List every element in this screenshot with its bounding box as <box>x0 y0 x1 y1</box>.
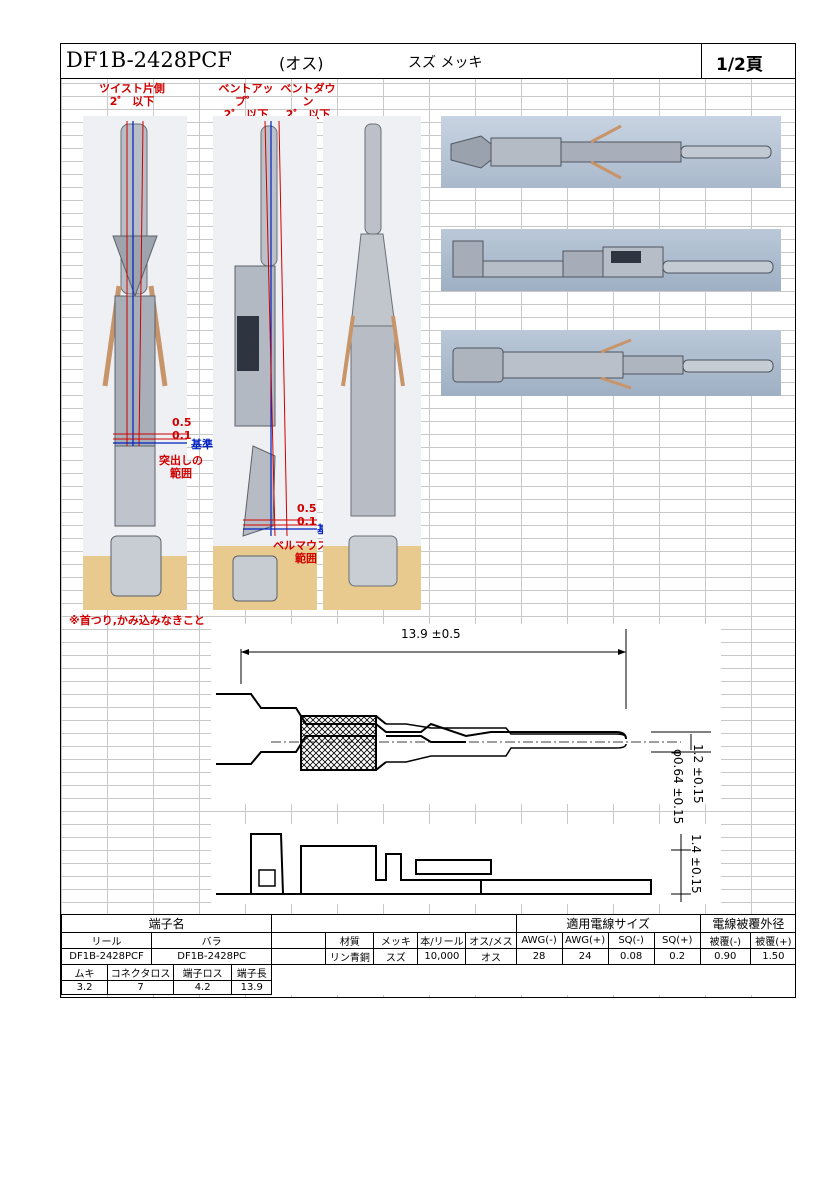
photo-profile-view <box>441 229 781 291</box>
wire-size-header: 適用電線サイズ <box>515 914 701 933</box>
strip-header: ムキ <box>61 964 109 981</box>
awg-max-header: AWG(+) <box>561 932 609 949</box>
ref-b-01: 0.1 <box>297 515 317 528</box>
table-row: DF1B-2428PCF DF1B-2428PC リン青銅 スズ 10,000 … <box>61 948 795 965</box>
sq-min-value: 0.08 <box>607 948 655 965</box>
table-row: ムキ コネクタロス 端子ロス 端子長 <box>61 964 795 981</box>
insul-max-header: 被覆(+) <box>749 932 795 949</box>
photo-side-view <box>213 116 317 610</box>
technical-drawing-side <box>211 824 721 904</box>
sq-max-header: SQ(+) <box>653 932 701 949</box>
terminal-profile-drawing <box>452 240 774 278</box>
photo-rear-view <box>323 116 421 610</box>
insul-min-value: 0.90 <box>699 948 751 965</box>
spec-table: 端子名 適用電線サイズ 電線被覆外径 リール バラ 材質 メッキ 本/リール オ… <box>61 914 795 995</box>
title-bar: DF1B-2428PCF (オス) スズ メッキ 1/2頁 <box>61 44 795 79</box>
term-loss-header: 端子ロス <box>173 964 233 981</box>
bellmouth-range-label: ベルマウスの範囲 <box>273 539 339 565</box>
plating-value: スズ <box>373 948 419 965</box>
table-row: リール バラ 材質 メッキ 本/リール オス/メス AWG(-) AWG(+) … <box>61 932 795 949</box>
table-row: 端子名 適用電線サイズ 電線被覆外径 <box>61 914 795 933</box>
page-number: 1/2頁 <box>716 55 763 75</box>
terminal-side-drawing <box>213 120 317 610</box>
insul-max-value: 1.50 <box>749 948 795 965</box>
ref-b-05: 0.5 <box>297 502 317 515</box>
sex-value: オス <box>465 948 517 965</box>
awg-min-header: AWG(-) <box>515 932 563 949</box>
ref-a-05: 0.5 <box>172 416 192 429</box>
sex-header: オス/メス <box>465 932 517 949</box>
dim-height: 1.4 ±0.15 <box>689 834 703 894</box>
conn-loss-value: 7 <box>107 980 175 995</box>
technical-drawing-top <box>211 624 721 804</box>
table-row: 3.2 7 4.2 13.9 <box>61 980 795 995</box>
photo-bottom-view <box>441 330 781 396</box>
photo-front-view <box>83 116 187 610</box>
sq-max-value: 0.2 <box>653 948 701 965</box>
gender-label: (オス) <box>279 54 324 73</box>
conn-loss-header: コネクタロス <box>107 964 175 981</box>
loose-header: バラ <box>151 932 273 949</box>
strip-value: 3.2 <box>61 980 109 995</box>
protrusion-range-label: 突出しの範囲 <box>159 454 203 480</box>
reel-header: リール <box>61 932 153 949</box>
qty-value: 10,000 <box>417 948 467 965</box>
sq-min-header: SQ(-) <box>607 932 655 949</box>
term-len-header: 端子長 <box>231 964 273 981</box>
reel-part-number: DF1B-2428PCF <box>61 948 153 965</box>
part-number: DF1B-2428PCF <box>66 48 232 72</box>
photo-top-view <box>441 116 781 188</box>
insulation-header: 電線被覆外径 <box>699 914 795 933</box>
term-loss-value: 4.2 <box>173 980 233 995</box>
plating-header: メッキ <box>373 932 419 949</box>
qty-header: 本/リール <box>417 932 467 949</box>
terminal-top-drawing <box>450 124 772 180</box>
top-view-outline <box>216 629 711 771</box>
terminal-rear-drawing <box>323 123 421 610</box>
terminal-front-drawing <box>83 120 187 610</box>
term-len-value: 13.9 <box>231 980 273 995</box>
terminal-name-header: 端子名 <box>61 914 273 933</box>
awg-min-value: 28 <box>515 948 563 965</box>
loose-part-number: DF1B-2428PC <box>151 948 273 965</box>
insul-min-header: 被覆(-) <box>699 932 751 949</box>
terminal-bottom-drawing <box>452 338 774 390</box>
awg-max-value: 24 <box>561 948 609 965</box>
dim-length: 13.9 ±0.5 <box>401 627 461 641</box>
plating-label: スズ メッキ <box>408 55 483 71</box>
material-header: 材質 <box>325 932 375 949</box>
title-divider <box>701 44 702 78</box>
material-value: リン青銅 <box>325 948 375 965</box>
ref-a-01: 0.1 <box>172 429 192 442</box>
inspection-note: ※首つり,かみ込みなきこと <box>69 614 205 627</box>
side-view-outline <box>216 833 691 902</box>
